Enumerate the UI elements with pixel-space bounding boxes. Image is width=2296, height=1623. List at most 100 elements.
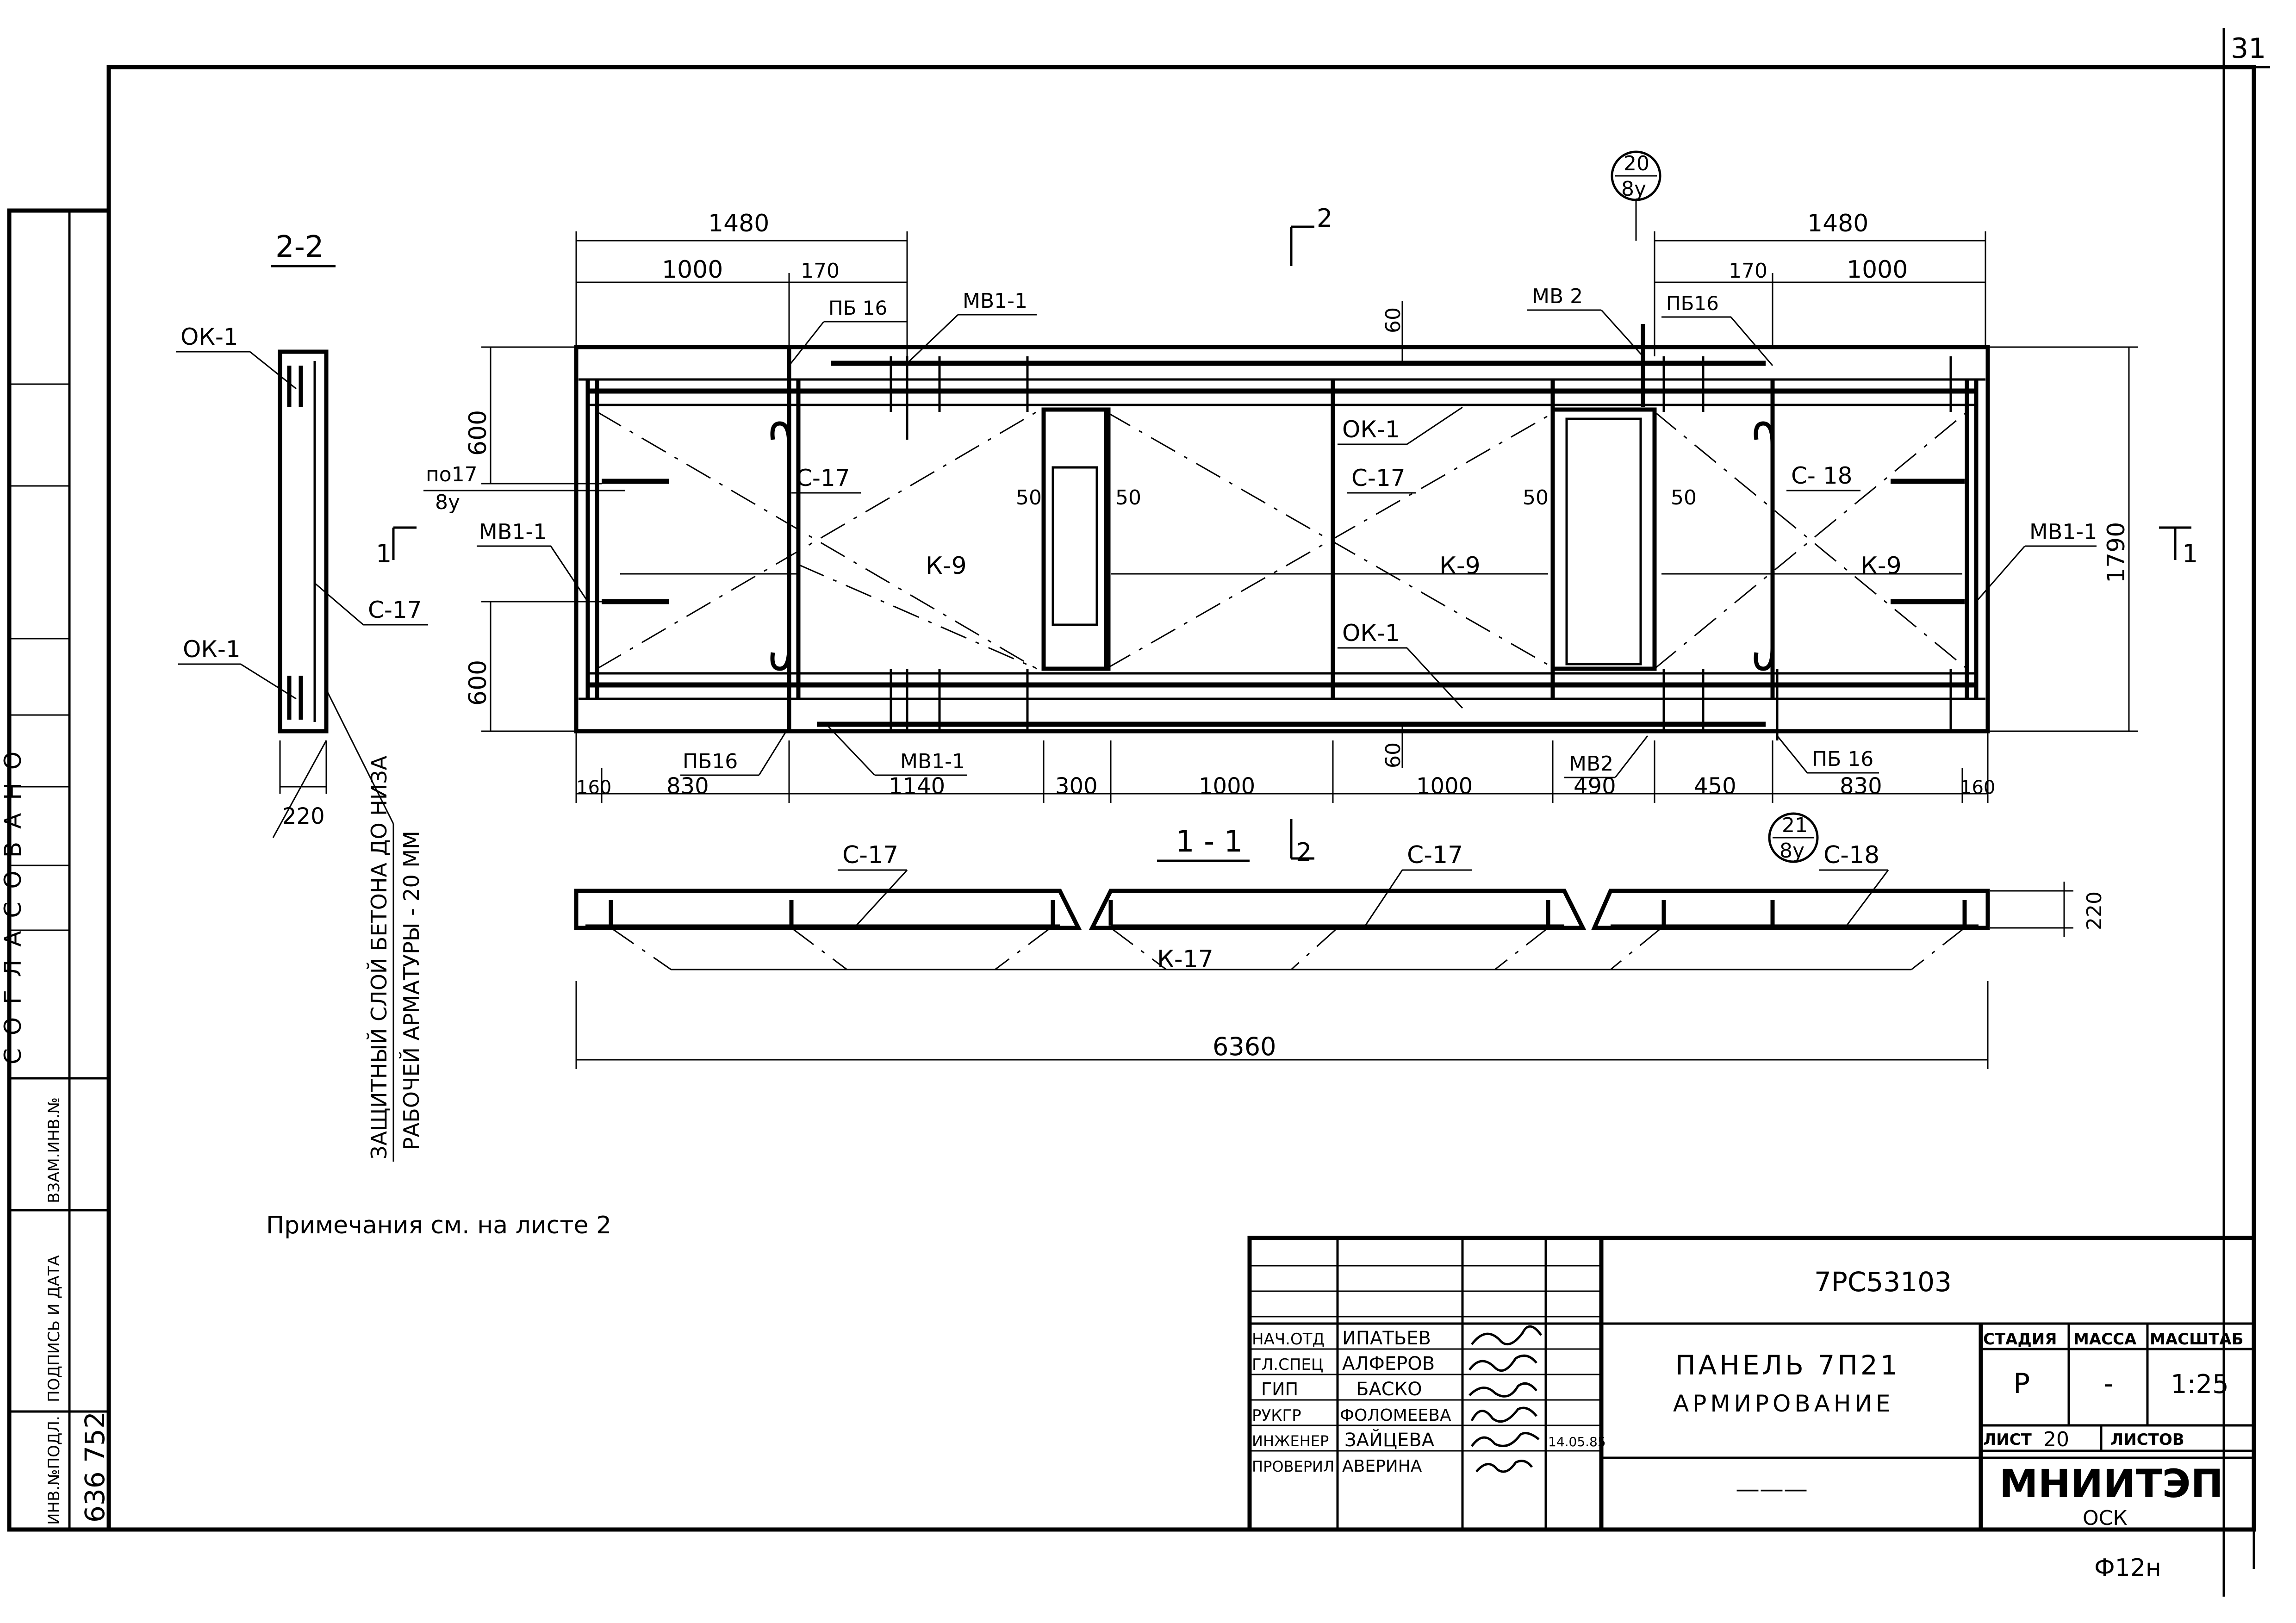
dim-600-top: 600: [464, 410, 492, 456]
label-mv11-right: МВ1-1: [2029, 519, 2097, 544]
scale-header: МАСШТАБ: [2150, 1330, 2244, 1349]
name-zaitseva: ЗАЙЦЕВА: [1344, 1429, 1435, 1451]
label-k17: К-17: [1157, 945, 1213, 973]
section-2-2: 2-2 220 ОК-1 ОК-1 С-17 ЗАЩИТНЫЙ СЛОЙ БЕТ…: [176, 230, 428, 1162]
signature-1: [1471, 1325, 1543, 1345]
sheets-label: ЛИСТОВ: [2110, 1430, 2184, 1449]
dim-left-170: 170: [801, 259, 840, 283]
label-mv11-bottom: МВ1-1: [900, 750, 965, 773]
dim-6360: 6360: [1213, 1032, 1276, 1061]
label-pb16-bottom-left: ПБ16: [683, 750, 738, 773]
section-mark-top: 2: [1317, 204, 1332, 233]
dim-left-1000: 1000: [662, 256, 723, 284]
dim-right-1000: 1000: [1847, 256, 1908, 284]
label-k9-right: К-9: [1860, 552, 1902, 580]
dim-bottom-160-left: 160: [576, 777, 611, 798]
dim-60-top: 60: [1381, 307, 1405, 333]
side-stamp: СОГЛАСОВАНО ВЗАМ.ИНВ.№ ПОДПИСЬ И ДАТА ИН…: [0, 208, 111, 1532]
note-text: Примечания см. на листе 2: [266, 1212, 611, 1239]
stamp-vzam-inv: ВЗАМ.ИНВ.№: [45, 1097, 63, 1203]
name-folomeeva: ФОЛОМЕЕВА: [1340, 1406, 1451, 1425]
dim-600-bottom: 600: [464, 660, 492, 706]
label-c17-a: С-17: [842, 841, 898, 869]
name-averina: АВЕРИНА: [1342, 1457, 1422, 1476]
label-c17-left: С-17: [796, 465, 850, 491]
dim-60-bottom: 60: [1381, 742, 1405, 768]
section-mark-bottom: 2: [1296, 838, 1312, 867]
dim-50-1: 50: [1016, 486, 1042, 510]
doc-name-1: ПАНЕЛЬ 7П21: [1675, 1349, 1900, 1381]
dim-bottom-1140: 1140: [889, 773, 945, 799]
dim-right-170: 170: [1729, 259, 1767, 283]
section-2-2-width: 220: [282, 803, 325, 829]
stamp-inv-value: 636 752: [79, 1412, 111, 1523]
sheet-corner-number: 31: [2231, 32, 2266, 65]
sheet-frame: 31: [106, 28, 2270, 1597]
signature-5: [1470, 1432, 1540, 1447]
stamp-podpis-data: ПОДПИСЬ И ДАТА: [45, 1255, 63, 1402]
signature-4: [1470, 1406, 1537, 1423]
label-pb16-bottom-right: ПБ 16: [1812, 747, 1873, 771]
org-sub: ОСК: [2083, 1506, 2128, 1530]
stage-value: Р: [2013, 1368, 2030, 1400]
name-alferov: АЛФЕРОВ: [1342, 1353, 1435, 1374]
label-k9-left: К-9: [926, 552, 967, 580]
doc-name-2: АРМИРОВАНИЕ: [1673, 1390, 1894, 1417]
role-gl-spec: ГЛ.СПЕЦ: [1252, 1356, 1323, 1374]
sheet-label: ЛИСТ: [1983, 1430, 2032, 1449]
dim-left-1480: 1480: [708, 210, 769, 237]
section-2-2-title: 2-2: [275, 230, 324, 264]
dim-bottom-1000-b: 1000: [1416, 773, 1473, 799]
stage-header: СТАДИЯ: [1983, 1330, 2057, 1349]
callout-top-den: 8у: [1621, 177, 1646, 201]
stamp-soglasovano: СОГЛАСОВАНО: [0, 739, 26, 1064]
label-po17-sub: 8у: [435, 491, 460, 514]
org-name: МНИИТЭП: [1999, 1461, 2223, 1506]
dim-bottom-830-right: 830: [1840, 773, 1882, 799]
dim-50-4: 50: [1671, 486, 1697, 510]
mass-header: МАССА: [2073, 1330, 2137, 1349]
dim-50-3: 50: [1523, 486, 1549, 510]
format-code: Ф12н: [2094, 1554, 2161, 1582]
section-1-1: 1 - 1 К-17 С-17 С-17 С-18: [574, 825, 2106, 1069]
signature-3: [1468, 1382, 1537, 1398]
label-ok1-top-plan: ОК-1: [1342, 416, 1400, 443]
doc-code: 7РС53103: [1814, 1266, 1952, 1298]
dim-bottom-300: 300: [1055, 773, 1098, 799]
dim-bottom-830-left: 830: [666, 773, 709, 799]
label-po17: по17: [426, 463, 478, 486]
label-c17-section: С-17: [368, 597, 422, 623]
dim-bottom-160-right: 160: [1960, 777, 1995, 798]
protective-layer-note-2: РАБОЧЕЙ АРМАТУРЫ - 20 ММ: [399, 831, 424, 1150]
role-ruk-gr: РУКГР: [1252, 1406, 1301, 1425]
dim-bottom-450: 450: [1694, 773, 1736, 799]
label-c17-b: С-17: [1407, 841, 1463, 869]
role-proveril: ПРОВЕРИЛ: [1252, 1458, 1334, 1475]
label-mv2-bottom: МВ2: [1569, 752, 1613, 776]
section-1-1-title: 1 - 1: [1176, 825, 1243, 859]
name-basko: БАСКО: [1356, 1379, 1422, 1400]
mass-value: -: [2103, 1368, 2114, 1400]
label-ok1-top: ОК-1: [180, 323, 238, 350]
label-k9-middle: К-9: [1439, 552, 1481, 580]
doc-dash: ———: [1736, 1475, 1808, 1503]
role-nach-otd: НАЧ.ОТД: [1252, 1330, 1325, 1349]
callout-bottom-den: 8у: [1780, 839, 1804, 863]
role-inzhener: ИНЖЕНЕР: [1252, 1432, 1329, 1450]
title-block: 7РС53103 ПАНЕЛЬ 7П21 АРМИРОВАНИЕ ——— СТА…: [1247, 1236, 2256, 1532]
stamp-inv-podl: ИНВ.№ПОДЛ.: [45, 1416, 63, 1525]
protective-layer-note-1: ЗАЩИТНЫЙ СЛОЙ БЕТОНА ДО НИЗА: [367, 755, 392, 1159]
label-ok1-bottom: ОК-1: [183, 636, 241, 663]
date-engineer: 14.05.85: [1548, 1434, 1606, 1449]
label-pb16-top-left: ПБ 16: [828, 297, 887, 319]
dim-bottom-1000-a: 1000: [1199, 773, 1255, 799]
label-mv11-left: МВ1-1: [479, 519, 547, 544]
section-mark-left: 1: [376, 539, 392, 568]
sheet-number: 20: [2043, 1428, 2069, 1451]
plan-view: 2 2 1 1 1480 1000 170 1480 1000 170 60: [376, 150, 2198, 867]
callout-top-num: 20: [1624, 152, 1649, 175]
dim-1790: 1790: [2103, 522, 2130, 583]
label-mv2-top: МВ 2: [1532, 285, 1583, 308]
role-gip: ГИП: [1261, 1379, 1298, 1399]
label-c18: С-18: [1823, 841, 1879, 869]
